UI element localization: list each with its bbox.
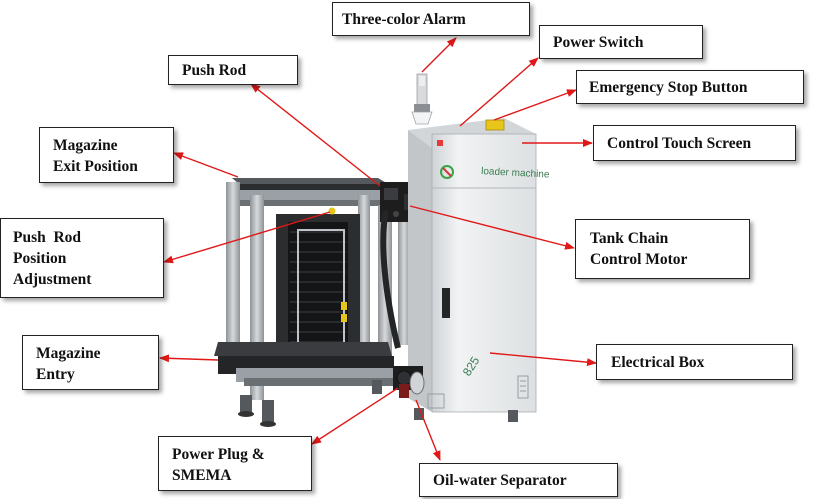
tank-chain — [380, 209, 401, 349]
label-tank-chain-line1: Tank Chain — [590, 230, 669, 247]
label-magazine-entry-line2: Entry — [36, 366, 75, 383]
brand-text: loader machine — [481, 166, 550, 181]
label-electrical-box-text: Electrical Box — [611, 354, 705, 371]
label-emergency-stop-text: Emergency Stop Button — [589, 79, 748, 96]
label-push-rod-text: Push Rod — [182, 62, 247, 79]
cabinet: loader machine 825 — [408, 118, 550, 422]
label-magazine-entry-line1: Magazine — [36, 345, 101, 362]
label-control-touch-screen: Control Touch Screen — [593, 125, 796, 161]
label-power-plug-line1: Power Plug & — [172, 446, 265, 463]
arrow-electrical-box — [489, 352, 597, 367]
label-power-switch-text: Power Switch — [553, 34, 644, 51]
label-magazine-exit: Magazine Exit Position — [39, 127, 174, 183]
arrow-push-rod-adjust — [163, 211, 331, 264]
arrow-magazine-entry — [159, 354, 219, 363]
callout-arrows — [159, 37, 597, 461]
label-push-rod-adjust-line3: Adjustment — [13, 271, 92, 288]
arrow-power-plug — [311, 387, 399, 445]
oil-water-separator — [409, 371, 425, 395]
arrow-power-switch — [459, 57, 539, 127]
magazine-frame — [214, 178, 410, 427]
label-oil-water: Oil-water Separator — [419, 463, 618, 497]
label-magazine-exit-line2: Exit Position — [53, 158, 138, 175]
label-electrical-box: Electrical Box — [596, 344, 793, 380]
label-tank-chain-line2: Control Motor — [590, 251, 688, 268]
label-three-color-alarm: Three-color Alarm — [332, 2, 530, 36]
label-power-switch: Power Switch — [539, 25, 703, 59]
label-power-plug-line2: SMEMA — [172, 467, 232, 484]
arrow-emergency-stop — [493, 89, 577, 121]
label-magazine-exit-line1: Magazine — [53, 137, 118, 154]
machine: loader machine 825 — [214, 73, 550, 427]
label-emergency-stop: Emergency Stop Button — [576, 70, 804, 104]
label-tank-chain: Tank Chain Control Motor — [575, 219, 750, 279]
label-push-rod-adjust: Push Rod Position Adjustment — [0, 218, 164, 298]
label-push-rod: Push Rod — [168, 55, 298, 85]
arrow-tank-chain — [409, 205, 575, 250]
label-three-color-alarm-text: Three-color Alarm — [342, 11, 466, 28]
label-push-rod-adjust-line1: Push Rod — [13, 229, 82, 246]
arrow-push-rod — [250, 83, 381, 187]
label-oil-water-text: Oil-water Separator — [433, 472, 567, 489]
label-power-plug: Power Plug & SMEMA — [158, 436, 312, 491]
arrow-magazine-exit — [173, 152, 239, 178]
label-magazine-entry: Magazine Entry — [22, 335, 159, 390]
arrow-three-color-alarm — [421, 37, 457, 73]
label-control-touch-screen-text: Control Touch Screen — [607, 135, 752, 152]
arrow-oil-water — [415, 399, 441, 461]
label-push-rod-adjust-line2: Position — [13, 250, 67, 267]
alarm-tower — [411, 73, 433, 125]
